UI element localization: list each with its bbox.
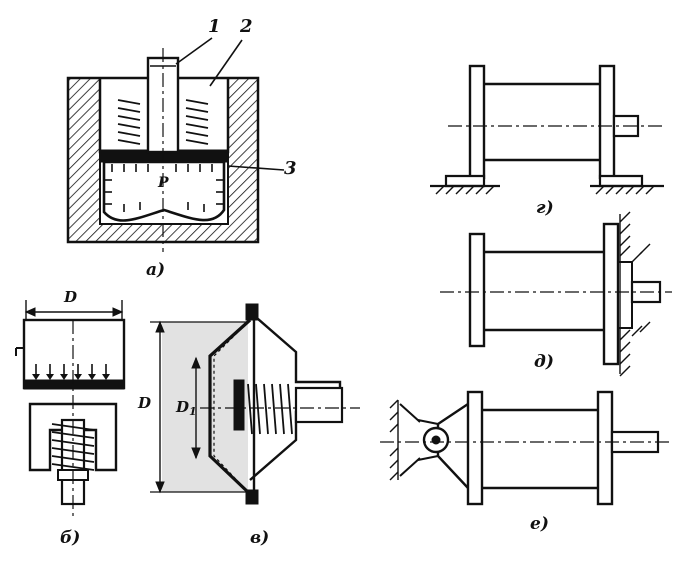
caption-v: в) — [250, 528, 270, 548]
diaphragm-v — [208, 318, 252, 496]
assembly-a — [66, 37, 285, 252]
cylinder-b — [22, 318, 126, 390]
dimension-b-label: D — [64, 288, 78, 306]
assembly-d — [440, 211, 672, 377]
ground-e — [389, 399, 399, 481]
ground-g — [435, 185, 655, 195]
bellows-a-ticks — [104, 164, 224, 212]
dimension-v-D1-label: D1 — [176, 398, 197, 418]
leader-2 — [209, 39, 243, 87]
spring-a-right — [185, 99, 209, 145]
caption-d: д) — [534, 352, 554, 372]
caption-e: е) — [530, 514, 549, 534]
assembly-e — [380, 390, 672, 506]
bellows-a — [102, 160, 226, 222]
assembly-b — [15, 300, 126, 520]
feet-g — [444, 174, 644, 188]
diaphragm-b — [23, 379, 125, 390]
leader-3 — [227, 165, 285, 171]
dimension-v-D1-sub: 1 — [189, 405, 197, 418]
dimension-v-D1-main: D — [176, 398, 190, 416]
caption-g: г) — [536, 198, 554, 218]
spring-a-left — [117, 99, 141, 145]
callout-1: 1 — [208, 16, 221, 37]
assembly-g — [430, 64, 664, 195]
wall-d — [619, 211, 651, 377]
callout-2: 2 — [240, 16, 253, 37]
leader-1 — [175, 37, 213, 65]
pressure-label-a: P — [158, 175, 169, 191]
spring-v — [247, 383, 293, 435]
rod-v — [294, 386, 344, 424]
flange-e-right — [596, 390, 614, 506]
flange-g-left — [468, 64, 486, 180]
assembly-v — [150, 303, 360, 505]
caption-b: б) — [60, 528, 81, 548]
flange-d-right — [602, 222, 620, 366]
flange-e-left — [466, 390, 484, 506]
dimension-v-D-label: D — [138, 394, 152, 412]
flange-d-left — [468, 232, 486, 348]
caption-a: а) — [146, 260, 166, 280]
housing-b-lower — [28, 402, 118, 472]
callout-3: 3 — [284, 158, 297, 179]
flange-g-right — [598, 64, 616, 180]
diaphragm-v-fill — [162, 322, 248, 492]
